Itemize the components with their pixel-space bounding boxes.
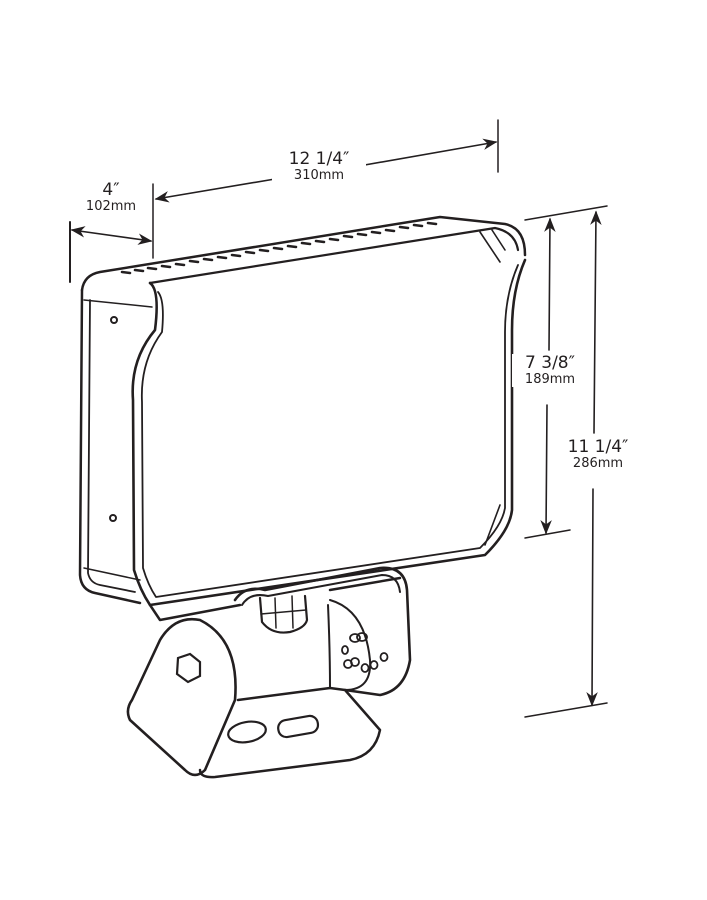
dimension-width xyxy=(154,119,499,203)
slot-hole xyxy=(227,720,267,744)
slot-hole xyxy=(277,714,320,739)
housing xyxy=(78,215,527,607)
screw-icon xyxy=(109,514,117,522)
mounting-bracket xyxy=(126,566,412,779)
adjustment-holes-icon xyxy=(341,632,389,673)
cable-gland-icon xyxy=(258,594,309,634)
lens-face xyxy=(131,258,527,607)
depth-imperial: 4″ xyxy=(102,180,120,200)
width-metric: 310mm xyxy=(293,167,345,183)
depth-label: 4″ 102mm xyxy=(78,180,144,215)
overall-height-metric: 286mm xyxy=(572,455,624,471)
dimension-depth xyxy=(69,183,154,283)
housing-height-imperial: 7 3/8″ xyxy=(525,353,575,373)
dimension-housing-height xyxy=(524,205,608,539)
cooling-fins xyxy=(120,221,438,275)
width-imperial: 12 1/4″ xyxy=(288,149,350,169)
hex-bolt-icon xyxy=(175,652,202,684)
housing-height-metric: 189mm xyxy=(524,371,576,387)
overall-height-imperial: 11 1/4″ xyxy=(567,437,629,457)
width-label: 12 1/4″ 310mm xyxy=(272,149,366,184)
screw-icon xyxy=(110,316,118,324)
housing-height-label: 7 3/8″ 189mm xyxy=(512,353,588,388)
dimension-overall-height xyxy=(524,210,608,718)
depth-metric: 102mm xyxy=(85,198,137,214)
side-panel xyxy=(78,288,142,605)
bracket-left-plate xyxy=(126,617,237,777)
overall-height-label: 11 1/4″ 286mm xyxy=(558,437,638,472)
